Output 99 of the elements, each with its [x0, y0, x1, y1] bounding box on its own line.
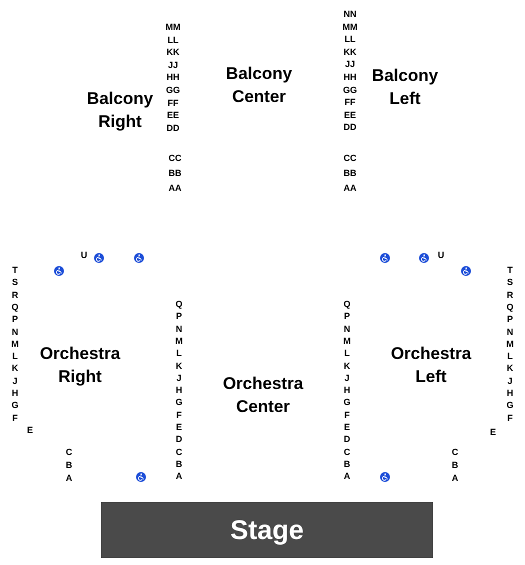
- row-letter: J: [176, 372, 182, 383]
- row-letter: P: [12, 314, 18, 324]
- section-name: Orchestra Center: [222, 373, 304, 418]
- row-letter: E: [27, 425, 33, 435]
- row-letter: G: [12, 400, 18, 410]
- row-letter: J: [508, 376, 512, 386]
- row-letter: Q: [506, 302, 514, 312]
- row-letter: E: [344, 422, 350, 432]
- row-letter: C: [344, 446, 350, 457]
- row-letter: T: [12, 265, 18, 275]
- row-letter: B: [176, 458, 182, 469]
- row-letter: N: [344, 324, 350, 334]
- row-letter: U: [438, 250, 444, 260]
- row-letter: FF: [344, 97, 356, 108]
- row-letter: AA: [168, 183, 182, 193]
- row-letter: T: [507, 265, 513, 275]
- row-letter: E: [490, 427, 496, 437]
- row-letter: J: [12, 376, 18, 386]
- row-letter: K: [12, 363, 18, 374]
- row-letter: FF: [168, 98, 178, 108]
- row-letter: GG: [343, 84, 357, 95]
- row-letter: P: [507, 314, 513, 324]
- row-letter: H: [12, 388, 18, 398]
- section-name: Orchestra Left: [390, 343, 472, 388]
- row-letter: L: [12, 351, 18, 362]
- row-letter: U: [80, 250, 88, 260]
- row-letter: DD: [344, 122, 356, 132]
- row-letter: K: [176, 360, 182, 370]
- row-letter: AA: [344, 183, 356, 193]
- row-letter: F: [344, 410, 350, 420]
- row-letter: G: [176, 397, 182, 408]
- stage-block: [101, 502, 433, 558]
- row-letter: H: [506, 388, 514, 398]
- row-letter: M: [506, 338, 514, 349]
- row-letter: H: [176, 385, 182, 396]
- row-letter: S: [507, 277, 513, 288]
- row-letter: KK: [344, 46, 356, 57]
- row-letter: M: [343, 336, 351, 346]
- row-letter: B: [66, 460, 72, 470]
- row-letter: GG: [166, 85, 180, 95]
- row-letter: A: [452, 473, 458, 483]
- row-letter: DD: [166, 122, 180, 133]
- row-letter: MM: [342, 22, 358, 32]
- row-letter: L: [344, 348, 350, 358]
- row-letter: K: [506, 363, 514, 374]
- row-letter: S: [12, 277, 18, 288]
- row-letter: Q: [176, 299, 182, 309]
- row-letter: C: [452, 447, 458, 457]
- row-letter: D: [176, 434, 182, 444]
- row-letter: A: [176, 471, 182, 482]
- row-letter: A: [344, 471, 350, 482]
- row-letter: CC: [344, 153, 356, 163]
- section-name: Balcony Left: [370, 65, 440, 110]
- row-letter: JJ: [168, 60, 178, 70]
- row-letter: HH: [166, 72, 180, 82]
- row-letter: P: [176, 311, 182, 322]
- row-letter: Q: [12, 302, 18, 312]
- row-letter: EE: [167, 110, 179, 120]
- row-letter: J: [344, 372, 350, 383]
- row-letter: KK: [166, 47, 180, 58]
- row-letter: F: [12, 412, 18, 423]
- row-letter: R: [12, 290, 18, 300]
- section-name: Balcony Center: [224, 63, 294, 108]
- row-letter: K: [344, 360, 350, 370]
- row-letter: L: [507, 351, 513, 362]
- row-letter: A: [66, 473, 72, 483]
- row-letter: E: [176, 422, 182, 432]
- row-letter: LL: [168, 34, 178, 45]
- row-letter: P: [344, 311, 350, 322]
- row-letter: BB: [168, 168, 182, 178]
- row-letter: R: [506, 290, 514, 300]
- row-letter: N: [506, 326, 514, 336]
- row-letter: EE: [344, 110, 356, 120]
- row-letter: MM: [166, 22, 180, 32]
- row-letter: JJ: [345, 59, 355, 70]
- row-letter: F: [176, 410, 182, 420]
- row-letter: N: [176, 324, 182, 334]
- row-letter: NN: [344, 9, 356, 19]
- row-letter: L: [176, 348, 182, 358]
- row-letter: B: [452, 460, 458, 470]
- row-letter: Q: [344, 299, 350, 309]
- row-letter: H: [344, 385, 350, 396]
- row-letter: C: [176, 446, 182, 457]
- row-letter: G: [344, 397, 350, 408]
- row-letter: CC: [168, 153, 182, 163]
- row-letter: G: [506, 400, 514, 410]
- row-letter: HH: [344, 72, 356, 82]
- section-name: Balcony Right: [86, 88, 154, 133]
- row-letter: LL: [344, 34, 356, 44]
- row-letter: N: [12, 326, 18, 336]
- row-letter: C: [66, 447, 72, 457]
- stage-label: Stage: [230, 514, 304, 547]
- row-letter: BB: [344, 168, 356, 178]
- row-letter: M: [11, 338, 19, 349]
- row-letter: F: [507, 412, 513, 423]
- row-letter: D: [344, 434, 350, 444]
- section-name: Orchestra Right: [38, 343, 122, 388]
- row-letter: M: [175, 336, 183, 346]
- row-letter: B: [344, 458, 350, 469]
